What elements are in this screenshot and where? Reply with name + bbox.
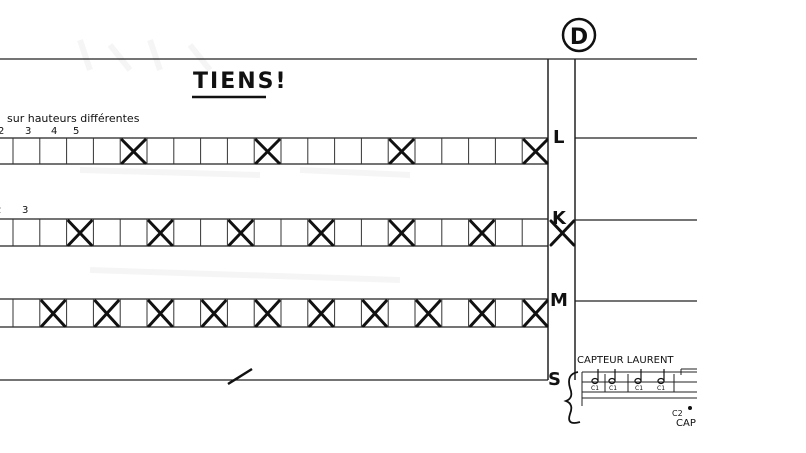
note-label: C1 <box>635 385 643 392</box>
note-dot <box>688 406 692 410</box>
cross-mark <box>522 138 549 165</box>
cross-mark <box>388 138 415 165</box>
note-label: C1 <box>591 385 599 392</box>
stave-letter-k: K <box>552 208 567 229</box>
capteur-notes <box>591 369 665 385</box>
bleed-through <box>77 39 411 283</box>
rehearsal-mark: D <box>570 25 588 50</box>
cross-mark <box>549 219 576 247</box>
title: TIENS! <box>193 69 288 94</box>
stave-letter-s: S <box>548 369 561 390</box>
capteur-staff <box>581 368 697 406</box>
right-stave-lines <box>575 137 697 302</box>
cross-mark <box>227 219 254 247</box>
stave-k <box>0 218 576 247</box>
stave-letter-l: L <box>553 127 564 148</box>
cross-mark <box>388 219 415 247</box>
count-number: 2 <box>0 126 4 137</box>
count-number: 4 <box>51 126 57 137</box>
stave-letter-m: M <box>550 290 568 311</box>
instruction: sur hauteurs différentes <box>7 112 140 125</box>
count-number: 2 <box>0 205 1 216</box>
cross-mark <box>415 299 442 328</box>
cross-mark <box>469 219 495 247</box>
cross-mark <box>201 299 227 328</box>
cross-mark <box>67 219 93 247</box>
count-row2: 2 3 <box>0 205 28 216</box>
cross-mark <box>147 219 174 247</box>
cross-mark <box>308 219 335 247</box>
cross-mark <box>361 299 388 328</box>
cross-mark <box>469 299 495 328</box>
cross-mark <box>93 299 120 328</box>
note-label: C1 <box>657 385 665 392</box>
count-row1: 2 3 4 5 <box>0 126 79 137</box>
cross-mark <box>147 299 174 328</box>
cross-mark <box>40 299 67 328</box>
cut-label-1: CAP <box>676 418 696 429</box>
cut-label-2: C2 <box>672 409 683 418</box>
slash-mark <box>227 367 253 386</box>
count-number: 5 <box>73 126 79 137</box>
cross-mark <box>308 299 335 328</box>
stave-m <box>0 298 549 328</box>
capteur-label: CAPTEUR LAURENT <box>577 355 674 366</box>
cross-mark <box>254 138 281 165</box>
staves <box>0 137 576 328</box>
brace <box>563 371 581 424</box>
note-label: C1 <box>609 385 617 392</box>
cross-mark <box>120 138 147 165</box>
rehearsal-mark-circle <box>561 17 597 53</box>
cross-mark <box>254 299 281 328</box>
count-number: 3 <box>25 126 31 137</box>
count-number: 3 <box>22 205 28 216</box>
cross-mark <box>522 299 549 328</box>
note-labels: C1 C1 C1 C1 <box>591 385 665 392</box>
stave-l <box>0 137 549 165</box>
